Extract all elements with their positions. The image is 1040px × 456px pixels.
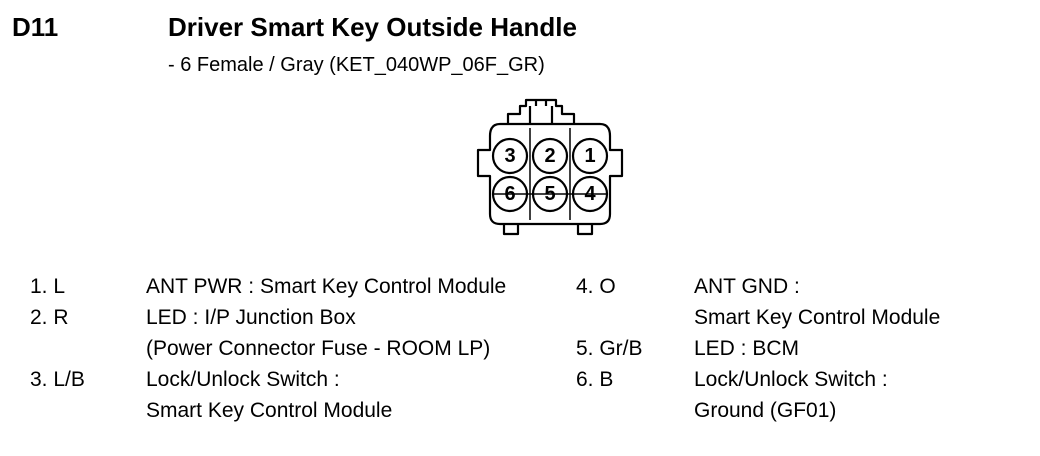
pin-1-number: 1. L: [30, 275, 66, 298]
pin-6-number: 6. B: [576, 368, 614, 391]
connector-spec: - 6 Female / Gray (KET_040WP_06F_GR): [168, 54, 545, 76]
pin-6-description-cont: Ground (GF01): [694, 399, 837, 422]
pin-3-description: Lock/Unlock Switch :: [146, 368, 340, 391]
diagram-title: Driver Smart Key Outside Handle: [168, 12, 577, 42]
pin-3-description-cont: Smart Key Control Module: [146, 399, 393, 422]
pin-5-description: LED : BCM: [694, 337, 800, 360]
pin-2-description: LED : I/P Junction Box: [146, 306, 356, 329]
pin-4-description: ANT GND :: [694, 275, 800, 298]
connector-code: D11: [12, 12, 59, 42]
pin-2-number: 2. R: [30, 306, 69, 329]
pin-1-description: ANT PWR : Smart Key Control Module: [146, 275, 507, 298]
cavity-label: 4: [584, 183, 596, 205]
pin-6-description: Lock/Unlock Switch :: [694, 368, 888, 391]
cavity-label: 2: [544, 145, 555, 167]
cavity-label: 5: [544, 183, 555, 205]
pin-5-number: 5. Gr/B: [576, 337, 643, 360]
pin-2-description-cont: (Power Connector Fuse - ROOM LP): [146, 337, 491, 360]
pin-4-number: 4. O: [576, 275, 616, 298]
pin-3-number: 3. L/B: [30, 368, 85, 391]
cavity-label: 3: [504, 145, 515, 167]
cavity-label: 6: [504, 183, 515, 205]
connector-face-drawing: 3 2 1 6 5 4: [476, 98, 624, 236]
pin-4-description-cont: Smart Key Control Module: [694, 306, 941, 329]
cavity-label: 1: [584, 145, 595, 167]
